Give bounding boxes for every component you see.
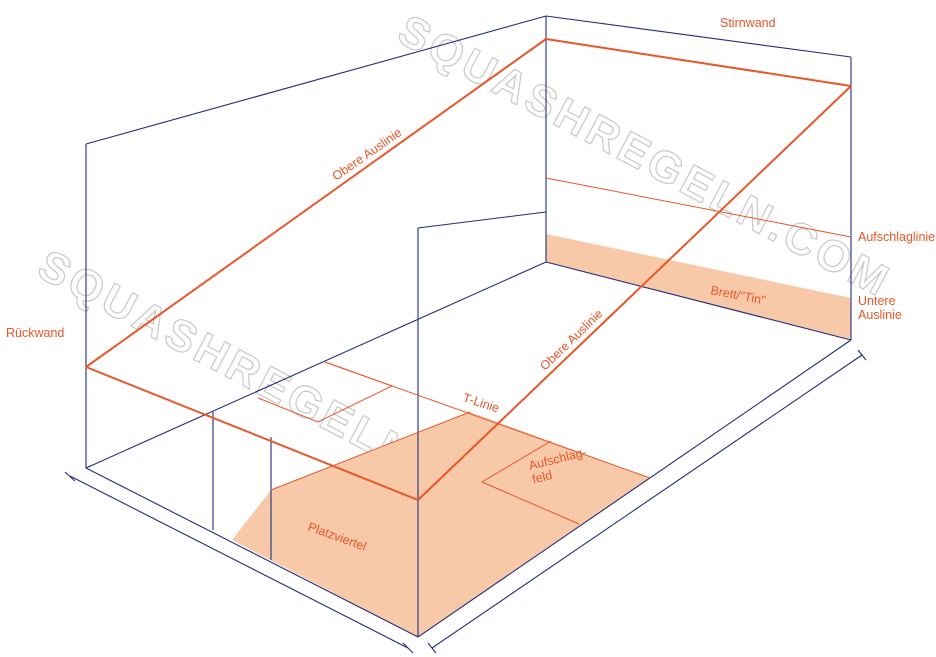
- tin-board: [546, 234, 851, 340]
- court-lines: [85, 38, 852, 525]
- service-line: [545, 177, 852, 238]
- label-lower-out-line-1: Untere: [858, 294, 896, 308]
- upper-out-line-right: [417, 85, 852, 501]
- label-lower-out-line-2: Auslinie: [858, 308, 902, 322]
- label-upper-out-line-left: Obere Auslinie: [330, 125, 405, 183]
- upper-out-line-back: [85, 366, 419, 501]
- upper-out-line-left: [85, 38, 547, 368]
- label-front-wall: Stirnwand: [720, 16, 776, 30]
- label-back-wall: Rückwand: [6, 326, 64, 340]
- label-service-box-2: feld: [531, 468, 554, 486]
- label-short-line: T-Linie: [461, 391, 501, 416]
- right-service-box: [480, 440, 580, 525]
- upper-out-line-front: [545, 38, 852, 87]
- half-court-line: [270, 411, 471, 491]
- court-frame: [64, 15, 867, 654]
- label-lower-out-line: Untere Auslinie: [858, 294, 902, 322]
- left-service-box: [257, 361, 394, 423]
- label-upper-out-line-right: Obere Auslinie: [537, 307, 605, 374]
- label-service-line: Aufschlaglinie: [858, 230, 935, 244]
